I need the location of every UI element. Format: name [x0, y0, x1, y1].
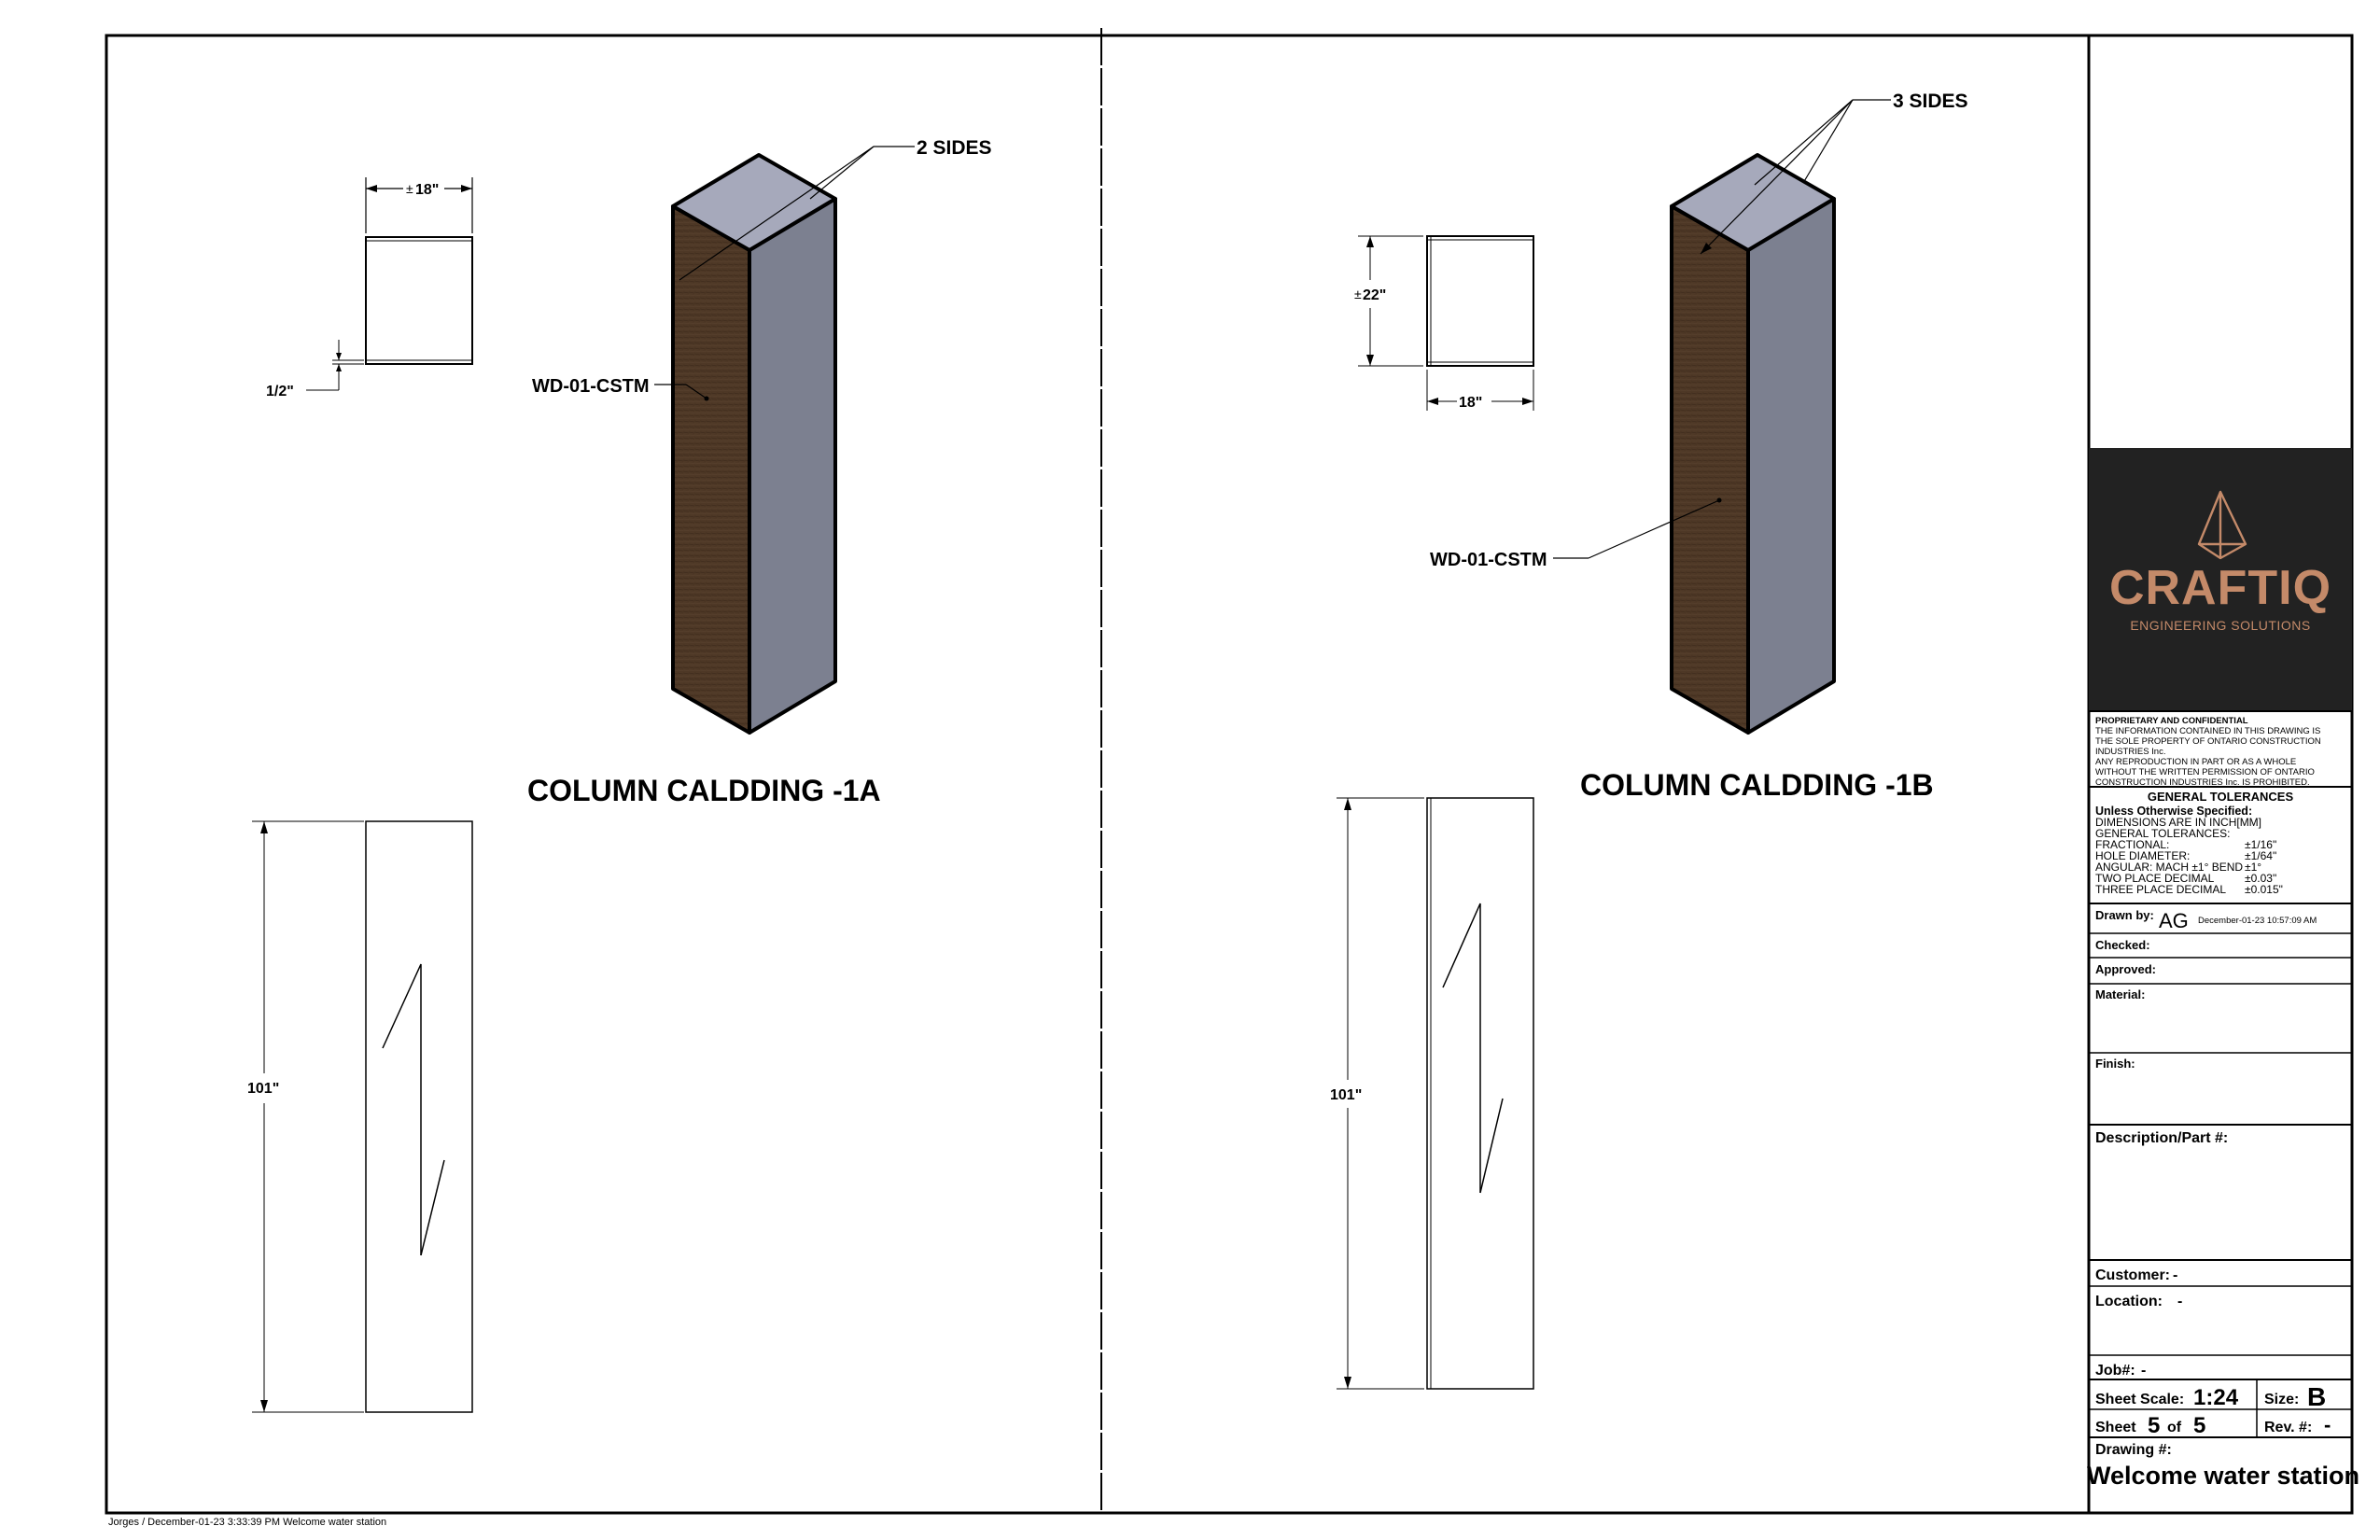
pyramid-logo-icon — [2197, 490, 2247, 560]
location-value: - — [2177, 1294, 2182, 1309]
sheet-number: 5 — [2148, 1413, 2160, 1438]
unless-label: Unless Otherwise Specified: — [2095, 805, 2252, 818]
tolerance-label: HOLE DIAMETER: — [2095, 849, 2190, 862]
title-block: CRAFTIQ ENGINEERING SOLUTIONS PROPRIETAR… — [2087, 448, 2359, 1490]
right-material-label: WD-01-CSTM — [1430, 550, 1547, 570]
proprietary-heading: PROPRIETARY AND CONFIDENTIAL — [2095, 716, 2248, 726]
left-thickness-dimension: 1/2" — [266, 340, 364, 399]
size-label: Size: — [2264, 1392, 2299, 1407]
job-value: - — [2141, 1363, 2146, 1379]
drawn-by-value: AG — [2159, 909, 2189, 932]
left-top-view — [365, 236, 473, 365]
rev-label: Rev. #: — [2264, 1420, 2312, 1435]
right-height-label: 101" — [1330, 1087, 1362, 1103]
sheet-of: of — [2167, 1420, 2182, 1435]
drawing-label: Drawing #: — [2095, 1442, 2172, 1458]
left-material-callout: WD-01-CSTM — [532, 376, 709, 401]
left-height-label: 101" — [247, 1081, 279, 1097]
material-label: Material: — [2095, 987, 2145, 1001]
drawing-border — [105, 34, 2354, 1515]
drawn-date: December-01-23 10:57:09 AM — [2198, 916, 2317, 926]
right-depth-dimension: ± 22" — [1354, 235, 1423, 367]
customer-value: - — [2173, 1267, 2177, 1283]
checked-label: Checked: — [2095, 938, 2150, 952]
tolerance-value: ±1/16" — [2245, 838, 2276, 851]
logo-tagline: ENGINEERING SOLUTIONS — [2130, 618, 2310, 633]
description-label: Description/Part #: — [2095, 1130, 2228, 1146]
customer-label: Customer: — [2095, 1267, 2170, 1283]
logo-name: CRAFTIQ — [2109, 561, 2331, 615]
right-sides-callout: 3 SIDES — [1700, 91, 1968, 255]
right-width-dimension: 18" — [1426, 370, 1534, 411]
tolerance-label: THREE PLACE DECIMAL — [2095, 883, 2226, 896]
proprietary-line: CONSTRUCTION INDUSTRIES Inc. IS PROHIBIT… — [2095, 777, 2310, 788]
proprietary-line: INDUSTRIES Inc. — [2095, 747, 2166, 757]
left-thickness-label: 1/2" — [266, 384, 294, 399]
right-sides-label: 3 SIDES — [1893, 91, 1968, 112]
job-label: Job#: — [2095, 1363, 2135, 1379]
left-column-side-face — [748, 197, 837, 735]
left-material-label: WD-01-CSTM — [532, 376, 650, 397]
right-elevation — [1426, 797, 1534, 1390]
right-material-callout: WD-01-CSTM — [1430, 497, 1722, 570]
drawing-value: Welcome water station — [2087, 1462, 2359, 1490]
size-value: B — [2307, 1382, 2326, 1411]
right-column-wood-face — [1670, 204, 1750, 735]
tolerance-value: ±0.03" — [2245, 872, 2276, 885]
tolerances-heading: GENERAL TOLERANCES — [2148, 790, 2294, 804]
proprietary-line: THE SOLE PROPERTY OF ONTARIO CONSTRUCTIO… — [2095, 736, 2321, 747]
right-column-top-face — [1670, 153, 1836, 252]
sheet-total: 5 — [2193, 1413, 2205, 1438]
rev-value: - — [2324, 1413, 2331, 1436]
left-sides-callout: 2 SIDES — [679, 137, 992, 281]
right-depth-prefix: ± — [1354, 287, 1362, 301]
left-view-title: COLUMN CALDDING -1A — [527, 774, 881, 807]
tolerance-label: DIMENSIONS ARE IN INCH[MM] — [2095, 816, 2261, 829]
location-label: Location: — [2095, 1294, 2163, 1309]
right-column-3d — [1670, 153, 1836, 735]
left-view: ± 18" 1/2" 2 SIDES — [247, 137, 992, 1413]
left-column-top-face — [671, 153, 837, 252]
tolerance-label: TWO PLACE DECIMAL — [2095, 872, 2215, 885]
right-view-title: COLUMN CALDDING -1B — [1580, 768, 1934, 802]
left-elevation — [365, 820, 473, 1413]
tolerance-value: ±1/64" — [2245, 849, 2276, 862]
left-column-wood-face — [671, 204, 751, 735]
tolerance-label: ANGULAR: MACH ±1° BEND — [2095, 861, 2243, 874]
scale-label: Sheet Scale: — [2095, 1392, 2184, 1407]
approved-label: Approved: — [2095, 962, 2156, 976]
tolerance-value: ±1° — [2245, 861, 2261, 874]
left-width-label: 18" — [415, 182, 439, 198]
footer-stamp: Jorges / December-01-23 3:33:39 PM Welco… — [108, 1517, 386, 1528]
left-column-3d — [671, 153, 837, 735]
left-break-symbol — [382, 963, 422, 1255]
proprietary-line: ANY REPRODUCTION IN PART OR AS A WHOLE — [2095, 757, 2296, 767]
left-width-dimension: ± 18" — [365, 177, 473, 233]
left-sides-label: 2 SIDES — [917, 137, 992, 159]
tolerance-value: ±0.015" — [2245, 883, 2283, 896]
right-view: ± 22" 18" 3 SIDES — [1330, 91, 1968, 1390]
left-height-dimension: 101" — [247, 820, 364, 1413]
tolerance-label: FRACTIONAL: — [2095, 838, 2169, 851]
right-depth-label: 22" — [1363, 287, 1386, 303]
tolerance-label: GENERAL TOLERANCES: — [2095, 827, 2231, 840]
right-height-dimension: 101" — [1330, 797, 1424, 1390]
sheet-label: Sheet — [2095, 1420, 2136, 1435]
right-column-side-face — [1746, 197, 1836, 735]
proprietary-line: WITHOUT THE WRITTEN PERMISSION OF ONTARI… — [2095, 767, 2315, 777]
right-break-symbol — [1442, 903, 1481, 1193]
proprietary-line: THE INFORMATION CONTAINED IN THIS DRAWIN… — [2095, 726, 2320, 736]
right-width-label: 18" — [1459, 395, 1482, 411]
left-width-prefix: ± — [406, 181, 413, 196]
drawn-by-label: Drawn by: — [2095, 908, 2154, 922]
finish-label: Finish: — [2095, 1057, 2135, 1071]
right-top-view — [1426, 235, 1534, 367]
scale-value: 1:24 — [2193, 1385, 2239, 1410]
proprietary-lines: THE INFORMATION CONTAINED IN THIS DRAWIN… — [2095, 726, 2321, 788]
tolerance-table: DIMENSIONS ARE IN INCH[MM] GENERAL TOLER… — [2095, 816, 2283, 896]
